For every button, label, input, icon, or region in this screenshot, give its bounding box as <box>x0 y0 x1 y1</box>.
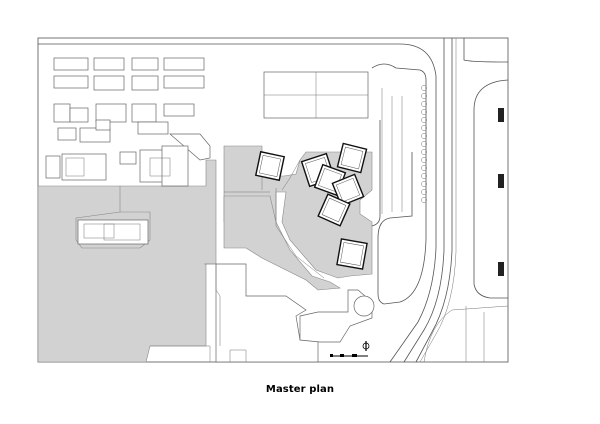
top-left-buildings <box>45 57 211 187</box>
left-building <box>77 219 149 245</box>
left-building-inner <box>83 223 115 239</box>
left-building-inner <box>103 223 141 241</box>
lower-complex <box>215 263 319 363</box>
right-buildings <box>498 108 504 276</box>
north-arrow-icon <box>362 341 370 351</box>
plaza-paths <box>224 159 325 279</box>
road-network <box>38 38 509 363</box>
lower-complex-outline <box>150 263 247 363</box>
round-feature <box>353 295 375 317</box>
plan-caption: Master plan <box>265 384 335 395</box>
pavilion-squares <box>254 142 368 270</box>
gray-site-left <box>37 159 217 363</box>
sports-courts <box>263 71 369 119</box>
scale-bar <box>330 354 368 357</box>
tree-row <box>421 85 427 203</box>
